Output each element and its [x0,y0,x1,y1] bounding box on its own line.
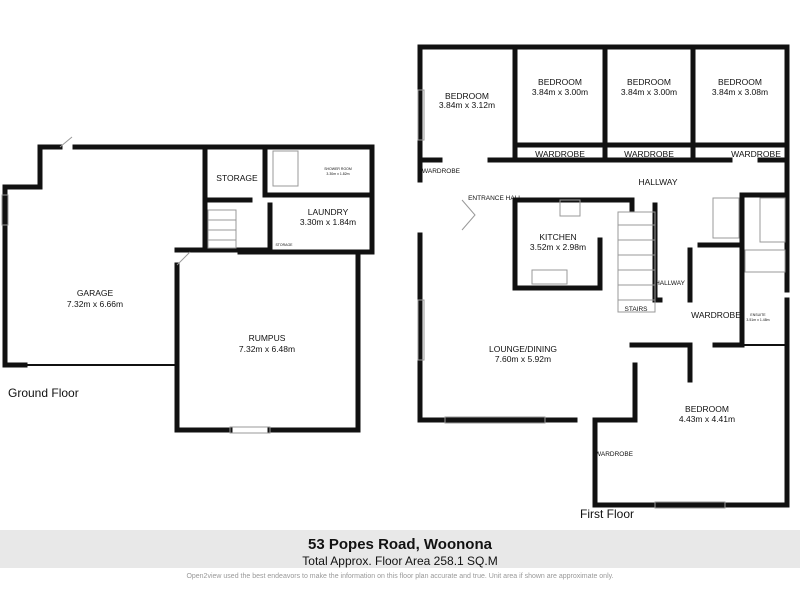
room-label: WARDROBE [595,451,634,458]
room-label: SHOWER ROOM [324,167,352,171]
first-floor-label: First Floor [580,507,634,521]
room-label: BEDROOM [445,91,489,101]
room-dims: 3.84m x 3.00m [621,87,677,97]
room-dims: 3.30m x 1.84m [300,217,356,227]
room-label: BEDROOM [718,77,762,87]
footer-banner: 53 Popes Road, Woonona Total Approx. Flo… [0,530,800,568]
floor-area: Total Approx. Floor Area 258.1 SQ.M [302,554,498,568]
room-label: GARAGE [77,288,114,298]
address: 53 Popes Road, Woonona [308,536,492,553]
room-label: BEDROOM [538,77,582,87]
room-label: HALLWAY [638,177,677,187]
room-label: WARDROBE [535,149,585,159]
room-dims: 3.51m x 1.48m [746,318,769,322]
room-label: KITCHEN [539,232,576,242]
room-label: RUMPUS [249,333,286,343]
room-dims: 3.84m x 3.12m [439,100,495,110]
room-label: WARDROBE [731,149,781,159]
room-label: LAUNDRY [308,207,349,217]
floor-plan: GARAGE 7.32m x 6.66m STORAGE SHOWER ROOM… [1,44,790,521]
room-label: STAIRS [625,306,649,313]
ground-floor-label: Ground Floor [8,386,79,400]
ground-floor-walls [1,136,375,434]
room-dims: 4.43m x 4.41m [679,414,735,424]
room-label: ENSUITE [750,313,766,317]
room-dims: 3.30m x 1.82m [326,172,349,176]
room-dims: 3.52m x 2.98m [530,242,586,252]
room-label: ENTRANCE HALL [468,195,522,202]
first-floor-walls [417,44,790,509]
disclaimer: Open2view used the best endeavors to mak… [186,573,614,580]
room-label: WARDROBE [691,310,741,320]
room-label: WARDROBE [624,149,674,159]
room-label: LOUNGE/DINING [489,344,557,354]
room-dims: 3.84m x 3.08m [712,87,768,97]
room-label: STORAGE [275,243,293,247]
room-dims: 7.32m x 6.48m [239,344,295,354]
room-label: HALLWAY [655,280,686,287]
room-label: WARDROBE [422,168,461,175]
room-label: BEDROOM [685,404,729,414]
room-label: STORAGE [216,173,258,183]
room-dims: 7.32m x 6.66m [67,299,123,309]
room-dims: 7.60m x 5.92m [495,354,551,364]
room-dims: 3.84m x 3.00m [532,87,588,97]
room-label: BEDROOM [627,77,671,87]
